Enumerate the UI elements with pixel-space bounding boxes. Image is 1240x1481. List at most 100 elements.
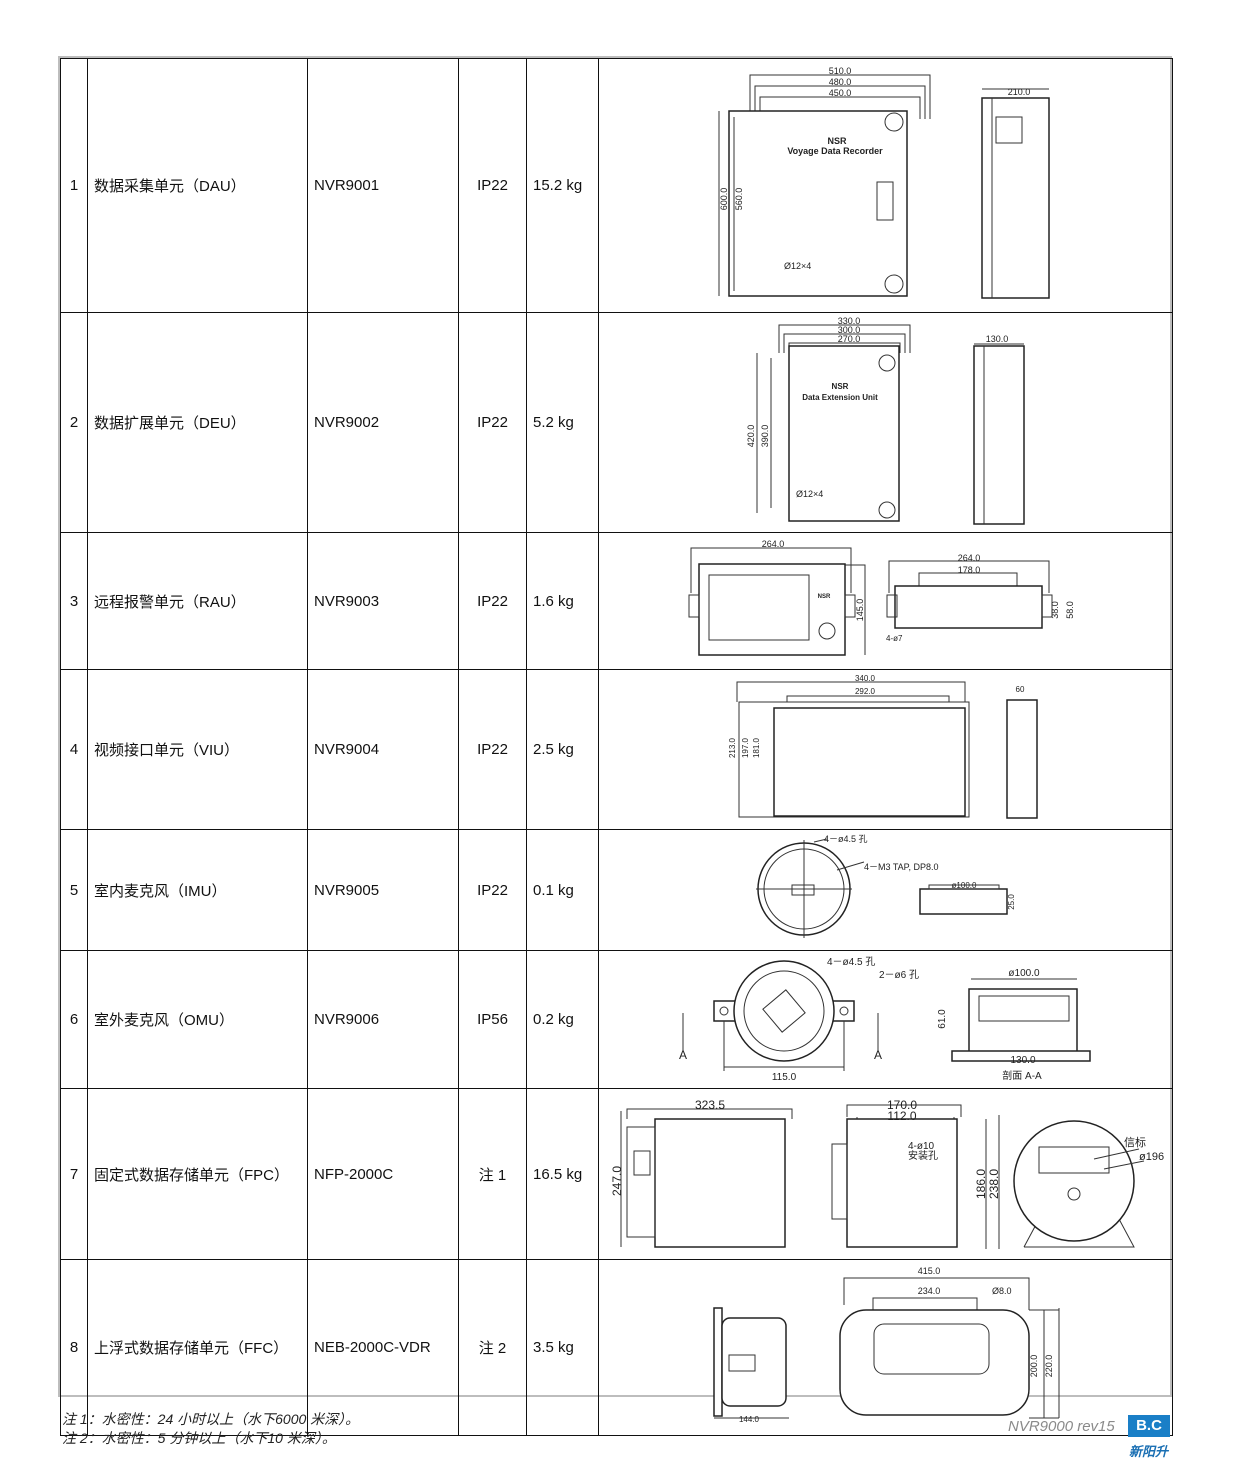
dimension-label: 58.0 <box>1065 601 1075 619</box>
dimension-label: 4－ø4.5 孔 <box>827 956 875 968</box>
dimension-label: 234.0 <box>918 1286 941 1296</box>
dimension-label: Data Extension Unit <box>802 393 878 402</box>
model: NVR9004 <box>307 669 459 830</box>
dimension-label: 60 <box>1016 685 1025 694</box>
footnote-2: 注 2：水密性：5 分钟以上（水下10 米深）。 <box>62 1430 336 1446</box>
dimension-label: 330.0 <box>838 316 861 326</box>
dimension-label: Ø12×4 <box>784 261 811 271</box>
dimension-label: 390.0 <box>760 425 770 448</box>
dimension-label: 264.0 <box>762 539 785 549</box>
ip-rating: IP22 <box>458 669 527 830</box>
row-number: 4 <box>60 669 88 830</box>
dimension-label: 480.0 <box>829 77 852 87</box>
ip-rating: 注 2 <box>458 1259 527 1436</box>
unit-name: 室内麦克风（IMU） <box>87 829 308 951</box>
dimension-label: 560.0 <box>734 188 744 211</box>
dimension-label: 信标 <box>1124 1135 1146 1149</box>
weight: 15.2 kg <box>526 58 599 313</box>
table-row: 6 室外麦克风（OMU） NVR9006 IP56 0.2 kg 4－ø4.5 … <box>60 950 1173 1089</box>
row-number: 6 <box>60 950 88 1089</box>
equipment-table: 1 数据采集单元（DAU） NVR9001 IP22 15.2 kg 510.0… <box>60 58 1173 1436</box>
dimension-label: 200.0 <box>1029 1355 1039 1378</box>
unit-name: 远程报警单元（RAU） <box>87 532 308 670</box>
rau-drawing: NSR 264.0 145.0 264.0 178.0 38.0 58.0 4-… <box>688 539 1075 656</box>
dimension-label: 145.0 <box>855 599 865 622</box>
weight: 5.2 kg <box>526 312 599 533</box>
deu-drawing: 330.0 300.0 270.0 NSR Data Extension Uni… <box>746 316 1025 525</box>
footnote-1: 注 1：水密性：24 小时以上（水下6000 米深）。 <box>62 1411 360 1427</box>
dimension-label: 186.0 <box>974 1169 988 1199</box>
model: NEB-2000C-VDR <box>307 1259 459 1436</box>
dimension-label: 181.0 <box>752 737 761 758</box>
row-number: 2 <box>60 312 88 533</box>
ip-rating: IP56 <box>458 950 527 1089</box>
model: NVR9003 <box>307 532 459 670</box>
dimension-label: 600.0 <box>719 188 729 211</box>
weight: 0.2 kg <box>526 950 599 1089</box>
dimension-label: 292.0 <box>855 687 876 696</box>
ip-rating: 注 1 <box>458 1088 527 1260</box>
dimension-drawing: 323.5 247.0 170.0 112.0 4-ø10 安装孔 186.0 … <box>598 1088 1173 1260</box>
dimension-drawing: 510.0 480.0 450.0 NSR Voyage Data Record… <box>598 58 1173 313</box>
weight: 16.5 kg <box>526 1088 599 1260</box>
dimension-label: 210.0 <box>1008 87 1031 97</box>
model: NVR9002 <box>307 312 459 533</box>
dimension-label: 340.0 <box>855 674 876 683</box>
table-row: 7 固定式数据存储单元（FPC） NFP-2000C 注 1 16.5 kg 3… <box>60 1088 1173 1260</box>
dimension-label: 112.0 <box>887 1109 916 1123</box>
dimension-label: A <box>679 1048 687 1062</box>
unit-name: 视频接口单元（VIU） <box>87 669 308 830</box>
dau-drawing: 510.0 480.0 450.0 NSR Voyage Data Record… <box>718 66 1050 299</box>
dimension-label: 197.0 <box>741 737 750 758</box>
dimension-label: 安装孔 <box>908 1149 938 1162</box>
dimension-label: A <box>874 1048 882 1062</box>
company-logo: B.C <box>1128 1415 1170 1437</box>
dimension-label: Ø12×4 <box>796 489 823 499</box>
dimension-label: 178.0 <box>958 565 981 575</box>
weight: 1.6 kg <box>526 532 599 670</box>
unit-name: 室外麦克风（OMU） <box>87 950 308 1089</box>
ip-rating: IP22 <box>458 58 527 313</box>
table-row: 5 室内麦克风（IMU） NVR9005 IP22 0.1 kg 4－ø4.5 … <box>60 829 1173 951</box>
table-row: 8 上浮式数据存储单元（FFC） NEB-2000C-VDR 注 2 3.5 k… <box>60 1259 1173 1436</box>
model: NVR9006 <box>307 950 459 1089</box>
dimension-label: NSR <box>827 136 847 146</box>
unit-name: 上浮式数据存储单元（FFC） <box>87 1259 308 1436</box>
dimension-label: NSR <box>832 382 849 391</box>
row-number: 8 <box>60 1259 88 1436</box>
table-row: 4 视频接口单元（VIU） NVR9004 IP22 2.5 kg 340.0 … <box>60 669 1173 830</box>
dimension-label: 213.0 <box>728 737 737 758</box>
dimension-label: Ø8.0 <box>992 1286 1012 1296</box>
company-name: 新阳升 <box>1129 1444 1169 1459</box>
table-row: 3 远程报警单元（RAU） NVR9003 IP22 1.6 kg NSR 26… <box>60 532 1173 670</box>
weight: 0.1 kg <box>526 829 599 951</box>
model: NVR9005 <box>307 829 459 951</box>
dimension-drawing: 4－ø4.5 孔 2－ø6 孔 A A 115.0 ø100.0 61.0 13… <box>598 950 1173 1089</box>
dimension-drawing: 4－ø4.5 孔 4－M3 TAP, DP8.0 ø100.0 25.0 <box>598 829 1173 951</box>
weight: 2.5 kg <box>526 669 599 830</box>
dimension-label: 2－ø6 孔 <box>879 969 919 981</box>
dimension-label: 415.0 <box>918 1266 941 1276</box>
dimension-label: 323.5 <box>695 1098 725 1112</box>
dimension-label: 450.0 <box>829 88 852 98</box>
imu-drawing: 4－ø4.5 孔 4－M3 TAP, DP8.0 ø100.0 25.0 <box>756 834 1016 938</box>
dimension-label: 170.0 <box>887 1098 917 1112</box>
dimension-label: 300.0 <box>838 325 861 335</box>
dimension-label: 130.0 <box>1010 1055 1035 1066</box>
omu-drawing: 4－ø4.5 孔 2－ø6 孔 A A 115.0 ø100.0 61.0 13… <box>679 956 1091 1083</box>
model: NFP-2000C <box>307 1088 459 1260</box>
dimension-label: 4－ø4.5 孔 <box>824 834 868 844</box>
dimension-label: Voyage Data Recorder <box>787 146 883 156</box>
row-number: 5 <box>60 829 88 951</box>
dimension-drawing: 144.0 415.0 234.0 Ø8.0 200.0 220.0 <box>598 1259 1173 1436</box>
unit-name: 数据扩展单元（DEU） <box>87 312 308 533</box>
dimension-label: 4-ø7 <box>886 634 903 643</box>
dimension-label: 38.0 <box>1050 601 1060 619</box>
ip-rating: IP22 <box>458 532 527 670</box>
dimension-label: 420.0 <box>746 425 756 448</box>
model: NVR9001 <box>307 58 459 313</box>
ip-rating: IP22 <box>458 829 527 951</box>
dimension-label: 270.0 <box>838 334 861 344</box>
dimension-drawing: NSR 264.0 145.0 264.0 178.0 38.0 58.0 4-… <box>598 532 1173 670</box>
